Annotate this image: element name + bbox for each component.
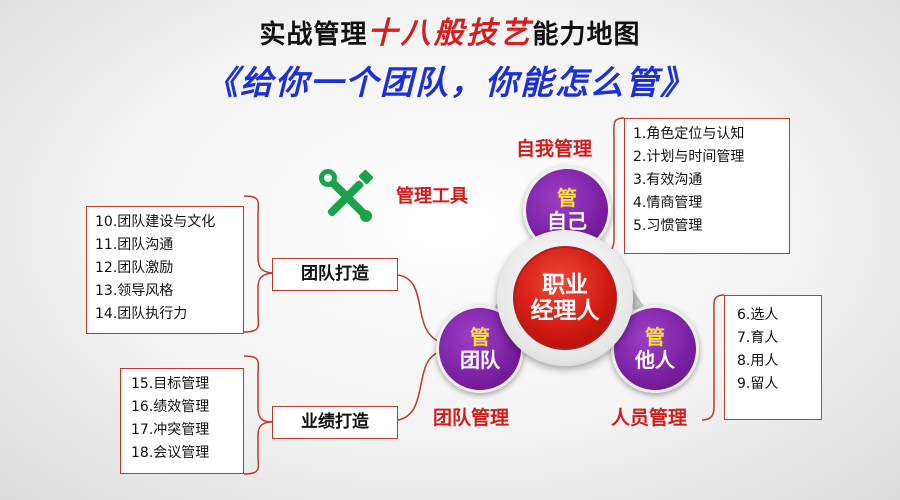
performance-list: 15.目标管理 16.绩效管理 17.冲突管理 18.会议管理 [120,368,244,474]
node-self-bottom: 自己 [547,209,587,233]
title-highlight: 十八般技艺 [367,16,533,51]
list-item: 18.会议管理 [131,445,210,461]
list-item: 11.团队沟通 [95,237,174,253]
list-item: 3.有效沟通 [633,172,703,188]
page-title: 实战管理十八般技艺能力地图 [0,8,900,52]
list-item: 14.团队执行力 [95,306,188,322]
list-item: 7.育人 [737,330,779,346]
people-management-list: 6.选人 7.育人 8.用人 9.留人 [724,295,822,420]
title-suffix: 能力地图 [532,20,641,50]
node-team-bottom: 团队 [460,348,500,372]
self-management-list: 1.角色定位与认知 2.计划与时间管理 3.有效沟通 4.情商管理 5.习惯管理 [624,118,790,254]
self-management-label: 自我管理 [516,138,593,160]
list-item: 1.角色定位与认知 [633,126,745,142]
node-self-top: 管 [557,186,577,210]
team-management-label: 团队管理 [433,407,510,429]
node-manage-team: 管 团队 [436,305,524,393]
list-item: 2.计划与时间管理 [633,149,745,165]
center-line1: 职业 [542,271,588,298]
title-prefix: 实战管理 [259,20,368,50]
list-item: 13.领导风格 [95,283,174,299]
node-others-bottom: 他人 [635,348,675,372]
performance-pill: 业绩打造 [272,406,398,439]
node-others-top: 管 [645,325,665,349]
list-item: 15.目标管理 [131,376,210,392]
list-item: 5.习惯管理 [633,218,703,234]
center-line2: 经理人 [530,298,600,324]
team-building-list: 10.团队建设与文化 11.团队沟通 12.团队激励 13.领导风格 14.团队… [86,206,244,334]
wrench-screwdriver-icon [319,169,373,222]
management-tools-label: 管理工具 [396,186,468,207]
node-team-top: 管 [470,325,490,349]
list-item: 12.团队激励 [95,260,174,276]
page-subtitle: 《给你一个团队，你能怎么管》 [205,63,695,102]
center-node: 职业 经理人 [497,230,633,366]
list-item: 4.情商管理 [633,195,703,211]
people-management-label: 人员管理 [611,407,688,429]
node-manage-others: 管 他人 [611,305,699,393]
list-item: 16.绩效管理 [131,399,210,415]
list-item: 6.选人 [737,307,779,323]
list-item: 8.用人 [737,353,779,369]
team-building-pill: 团队打造 [272,258,398,291]
list-item: 10.团队建设与文化 [95,214,216,230]
list-item: 17.冲突管理 [131,422,210,438]
list-item: 9.留人 [737,376,779,392]
center-node-inner: 职业 经理人 [513,246,617,350]
